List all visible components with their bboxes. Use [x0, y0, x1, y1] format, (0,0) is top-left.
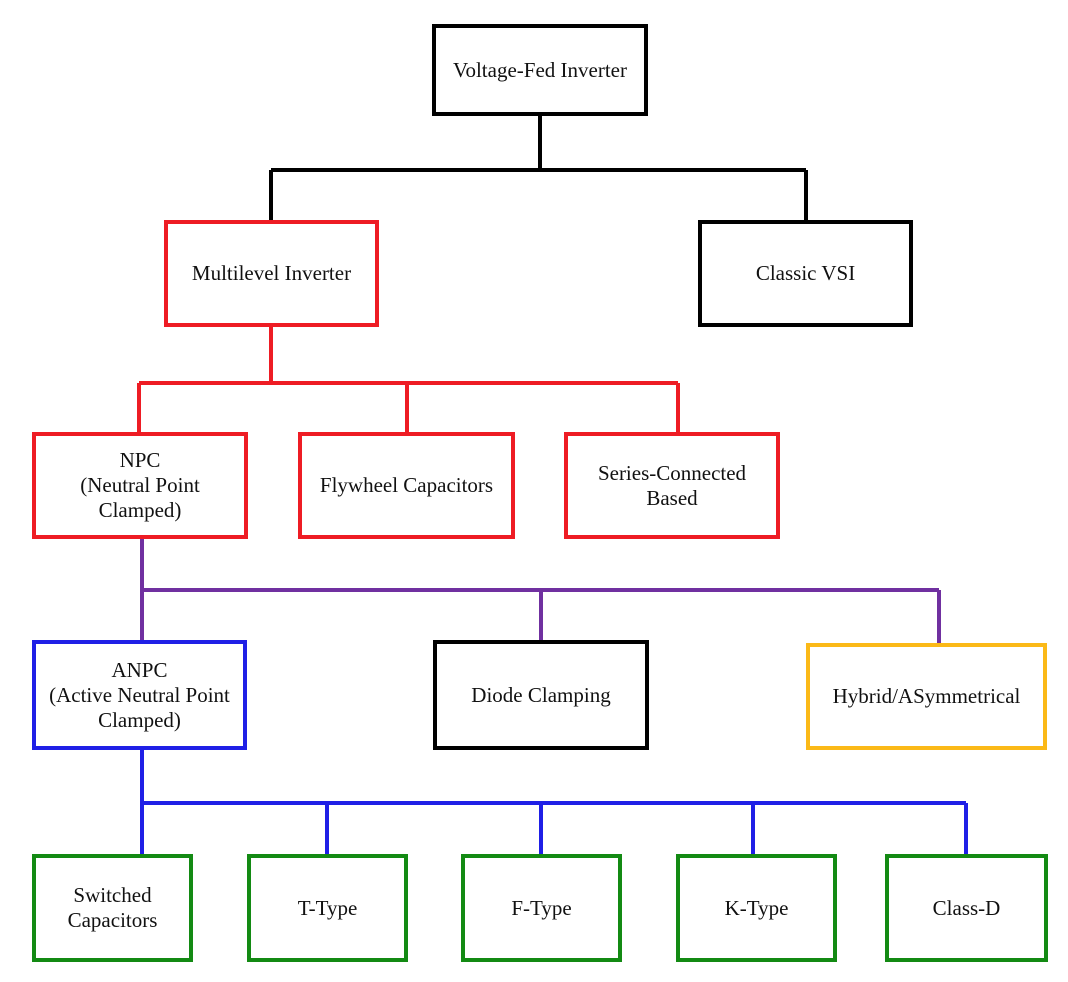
node-label: K-Type	[724, 895, 789, 920]
node-multilevel-inverter: Multilevel Inverter	[164, 220, 379, 327]
node-voltage-fed-inverter: Voltage-Fed Inverter	[432, 24, 648, 116]
node-k-type: K-Type	[676, 854, 837, 962]
connectors-level-1	[269, 115, 808, 222]
node-class-d: Class-D	[885, 854, 1048, 962]
node-label: Voltage-Fed Inverter	[453, 57, 627, 82]
node-switched-capacitors: Switched Capacitors	[32, 854, 193, 962]
node-label: Classic VSI	[755, 261, 856, 285]
node-anpc: ANPC (Active Neutral Point Clamped)	[32, 640, 247, 750]
connectors-level-3	[140, 537, 941, 645]
node-label: NPC (Neutral Point Clamped)	[80, 448, 200, 522]
node-label: F-Type	[511, 895, 572, 920]
node-f-type: F-Type	[461, 854, 622, 962]
node-label: Series-Connected Based	[597, 460, 747, 510]
node-label: Hybrid/ASymmetrical	[832, 684, 1021, 708]
node-label: Flywheel Capacitors	[319, 473, 494, 497]
node-label: Switched Capacitors	[67, 883, 158, 932]
node-classic-vsi: Classic VSI	[698, 220, 913, 327]
node-label: T-Type	[297, 895, 358, 920]
node-t-type: T-Type	[247, 854, 408, 962]
node-label: ANPC (Active Neutral Point Clamped)	[49, 657, 230, 732]
node-diode-clamping: Diode Clamping	[433, 640, 649, 750]
node-series-connected-based: Series-Connected Based	[564, 432, 780, 539]
node-hybrid-asymmetrical: Hybrid/ASymmetrical	[806, 643, 1047, 750]
node-label: Class-D	[932, 895, 1001, 920]
connectors-level-2	[137, 325, 680, 434]
node-npc: NPC (Neutral Point Clamped)	[32, 432, 248, 539]
node-flywheel-capacitors: Flywheel Capacitors	[298, 432, 515, 539]
node-label: Diode Clamping	[471, 682, 611, 707]
node-label: Multilevel Inverter	[191, 261, 352, 285]
connectors-level-4	[140, 748, 968, 856]
